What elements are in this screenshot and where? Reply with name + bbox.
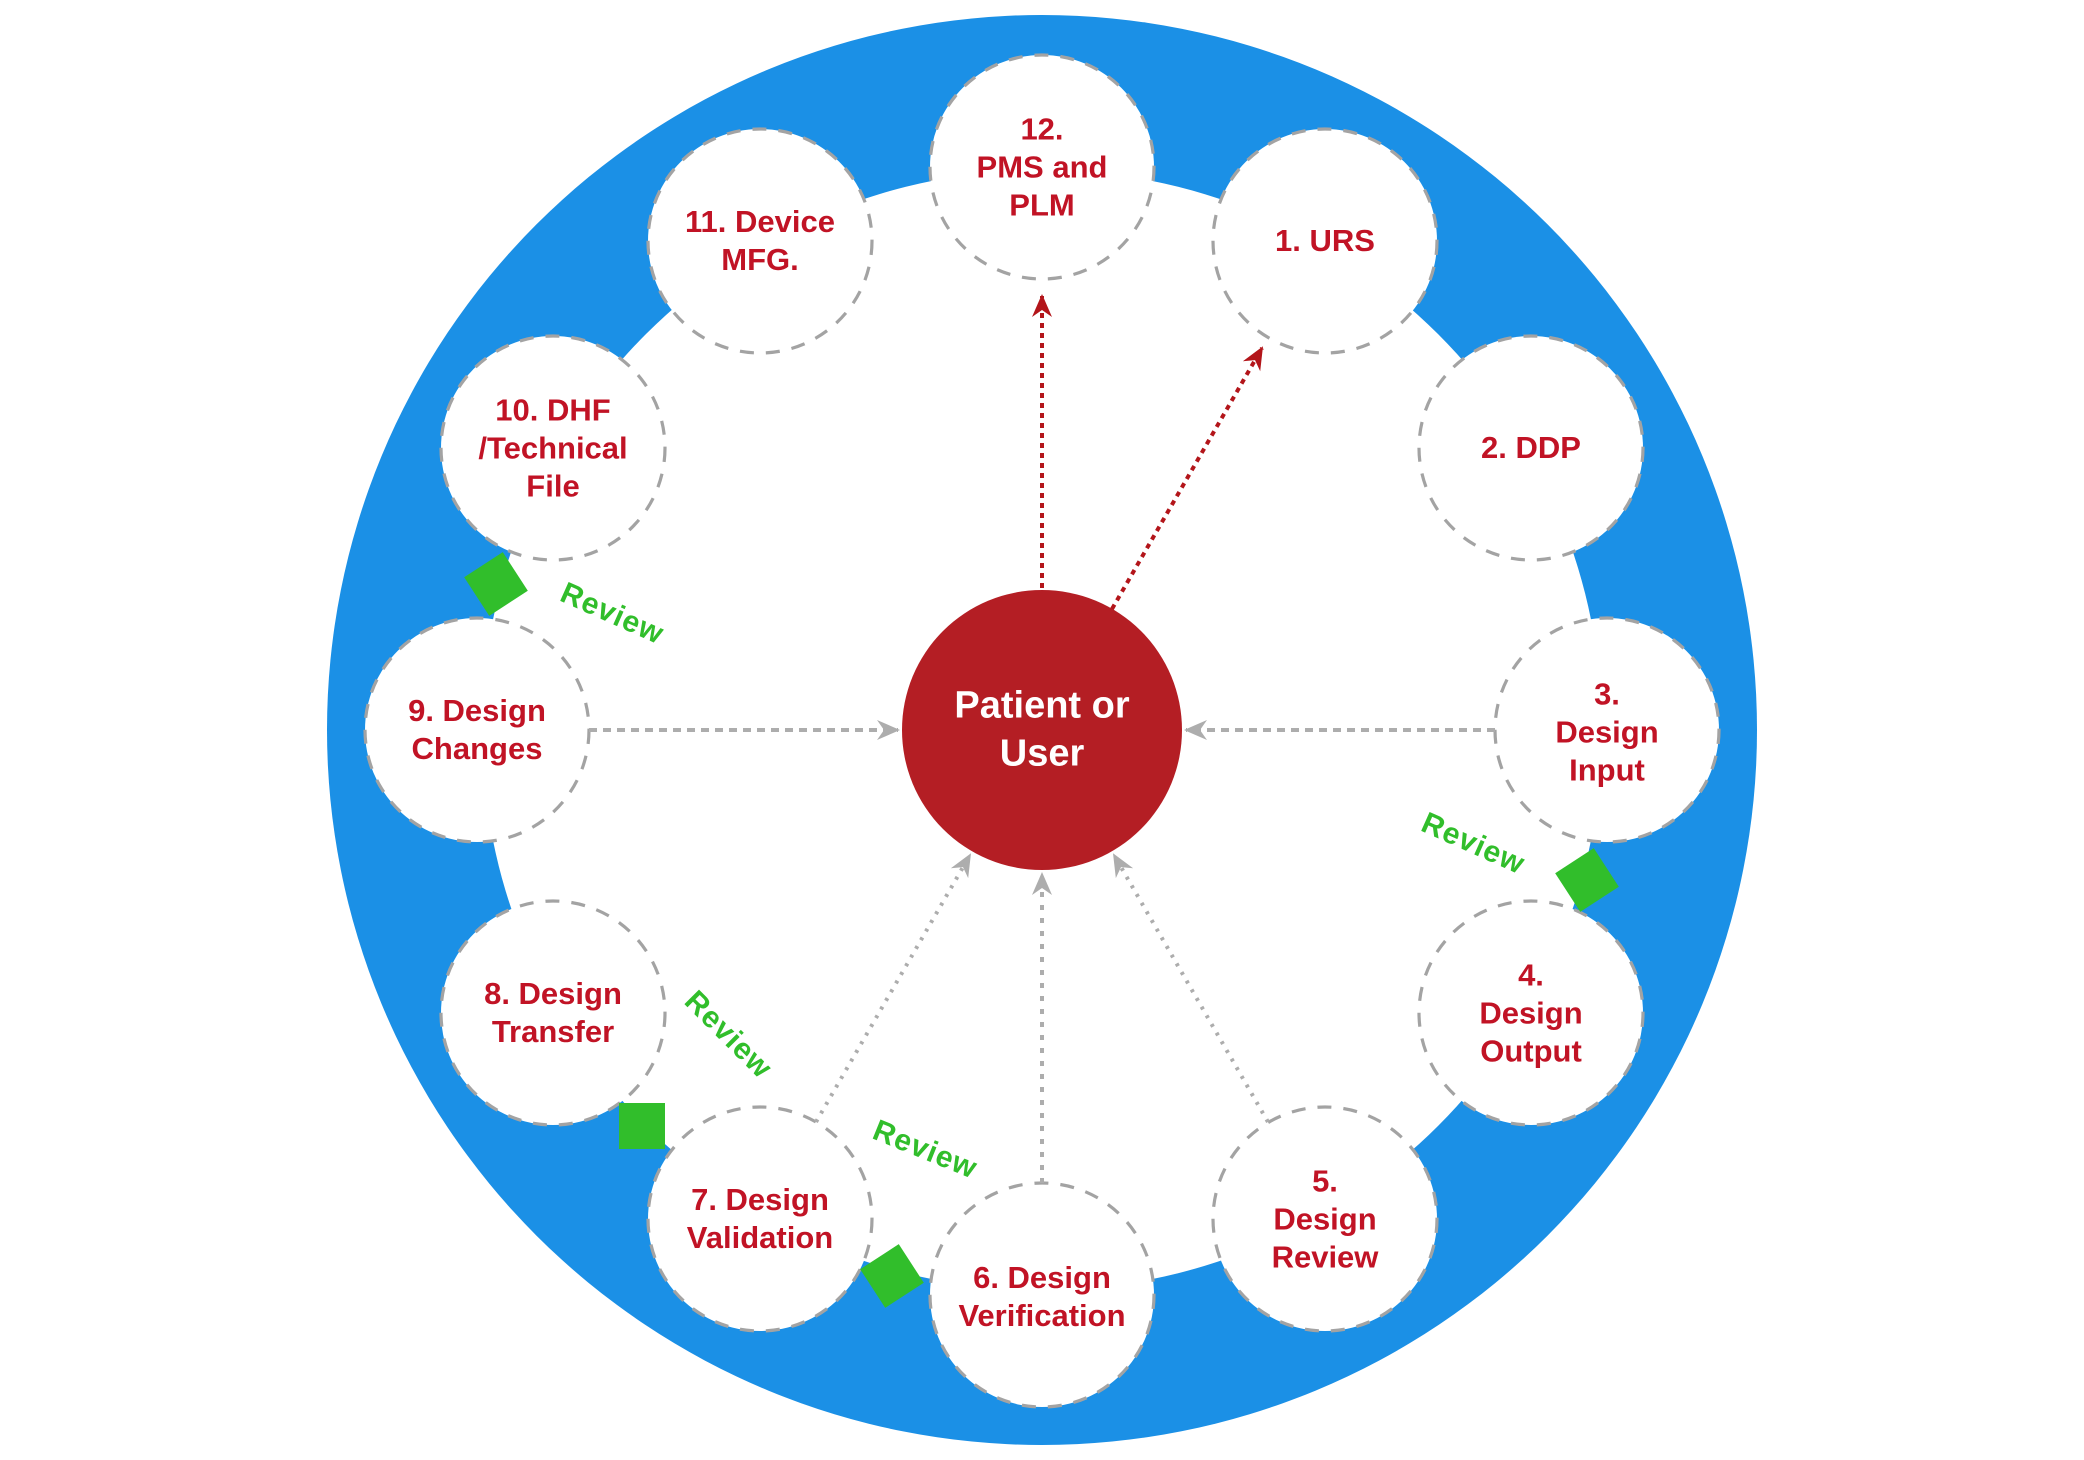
center-circle bbox=[902, 590, 1182, 870]
review-square-3-4 bbox=[1555, 848, 1619, 912]
red-arrows bbox=[1032, 294, 1264, 610]
step-circle-7 bbox=[646, 1105, 874, 1333]
review-square-10-9 bbox=[464, 552, 528, 616]
step-circle-8 bbox=[439, 899, 667, 1127]
step-circle-6 bbox=[928, 1181, 1156, 1409]
step-circles bbox=[363, 53, 1721, 1409]
step-circle-2 bbox=[1417, 334, 1645, 562]
review-square-7-6 bbox=[860, 1244, 924, 1308]
step-circle-12 bbox=[928, 53, 1156, 281]
step-circle-5 bbox=[1211, 1105, 1439, 1333]
step-circle-3 bbox=[1493, 616, 1721, 844]
review-squares bbox=[464, 552, 1619, 1308]
step-circle-11 bbox=[646, 127, 874, 355]
center-label: Patient or User bbox=[954, 684, 1130, 775]
step-circle-9 bbox=[363, 616, 591, 844]
step-circle-1 bbox=[1211, 127, 1439, 355]
step-circle-4 bbox=[1417, 899, 1645, 1127]
arrow-7-to-center bbox=[814, 853, 972, 1123]
review-square-8-7 bbox=[619, 1103, 665, 1149]
arrow-center-to-1 bbox=[1110, 346, 1264, 610]
step-circle-10 bbox=[439, 334, 667, 562]
gray-arrows bbox=[589, 720, 1495, 1183]
arrow-5-to-center bbox=[1112, 853, 1270, 1123]
